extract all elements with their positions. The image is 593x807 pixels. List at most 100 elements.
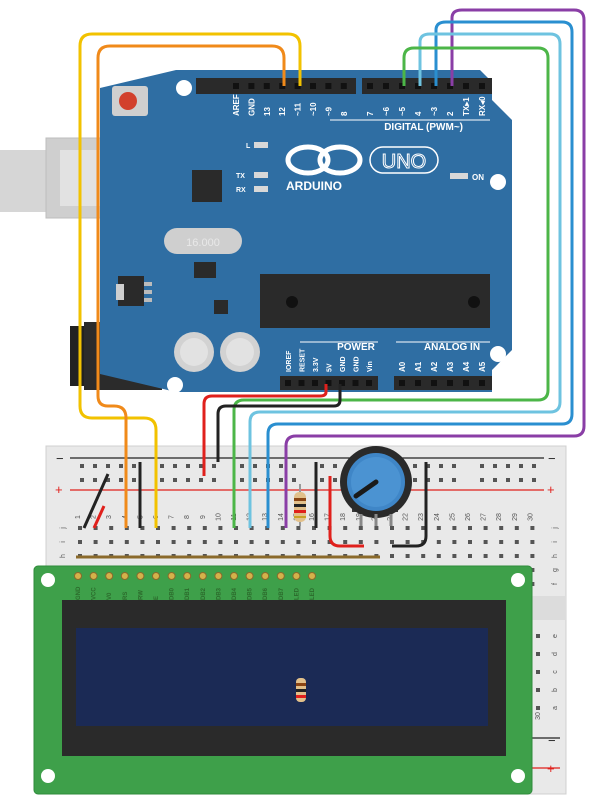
reset-button[interactable] <box>112 86 148 116</box>
breadboard-hole <box>171 526 176 530</box>
potentiometer[interactable] <box>340 446 412 526</box>
rail-hole <box>493 478 497 482</box>
digital-pin-label: ~6 <box>382 106 391 116</box>
rail-hole <box>106 464 110 468</box>
wire-blue <box>266 20 574 528</box>
rail-hole <box>292 478 296 482</box>
column-number: 14 <box>278 513 285 521</box>
crystal-oscillator: 16.000 <box>164 228 242 254</box>
lcd-pin-label: DB3 <box>216 587 222 600</box>
lcd-pin-label: V0 <box>107 592 113 600</box>
lcd-pin-label: RS <box>123 592 129 600</box>
header-pin-hole <box>431 380 437 386</box>
digital-pin-label: ~5 <box>398 106 407 116</box>
rail-hole <box>480 464 484 468</box>
breadboard-hole <box>514 526 519 530</box>
header-pin-hole <box>339 380 345 386</box>
header-pin-hole <box>447 380 453 386</box>
digital-pin-label: ~3 <box>430 106 439 116</box>
breadboard-hole <box>536 670 540 674</box>
rail-hole <box>439 464 443 468</box>
small-chip <box>194 262 216 278</box>
header-pin-hole <box>399 380 405 386</box>
digital-pin-label: ~10 <box>309 102 318 116</box>
header-pin-hole <box>447 83 453 89</box>
breadboard-hole <box>218 526 223 530</box>
rail-hole <box>519 464 523 468</box>
column-number: 9 <box>200 515 207 519</box>
row-letter: c <box>552 670 559 674</box>
svg-text:RX: RX <box>236 187 246 194</box>
row-letter: b <box>552 688 559 692</box>
lcd-pin <box>183 572 192 580</box>
voltage-regulator <box>116 276 152 306</box>
lcd-pin <box>105 572 114 580</box>
rail-hole <box>452 464 456 468</box>
potentiometer-knob-indicator <box>353 479 379 499</box>
column-number: 29 <box>512 513 519 521</box>
rail-hole <box>333 464 337 468</box>
rail-plus-label-right: + <box>547 482 555 497</box>
wire-red-5v <box>202 384 328 476</box>
analog-pin-label: A2 <box>430 361 439 372</box>
lcd-screen <box>76 628 488 726</box>
column-number: 27 <box>481 513 488 521</box>
row-letter: i <box>60 541 67 543</box>
breadboard-hole <box>468 554 472 558</box>
header-pin-hole <box>399 83 405 89</box>
power-pin-label: 3.3V <box>313 357 320 372</box>
digital-header-right <box>362 78 492 94</box>
arduino-brand-label: ARDUINO <box>286 179 342 193</box>
lcd-pin-label: DB4 <box>232 587 238 600</box>
rail-hole <box>240 478 244 482</box>
row-letter: f <box>552 583 559 585</box>
breadboard-hole <box>202 526 207 530</box>
breadboard-hole <box>93 540 98 544</box>
rail-hole <box>199 478 203 482</box>
rail-hole <box>532 464 536 468</box>
rail-hole <box>253 478 257 482</box>
breadboard-hole <box>343 540 348 544</box>
breadboard-hole <box>436 554 441 558</box>
rail-hole <box>292 464 296 468</box>
model-label: UNO <box>382 151 426 173</box>
breadboard-hole <box>514 554 519 558</box>
resistor <box>294 484 306 526</box>
column-number: 10 <box>215 513 222 521</box>
breadboard-hole <box>514 540 519 544</box>
breadboard-hole <box>536 652 540 656</box>
breadboard-hole <box>390 554 394 558</box>
header-pin-hole <box>431 83 437 89</box>
header-pin-hole <box>463 380 469 386</box>
rail-minus-label-right: − <box>548 451 556 466</box>
breadboard-hole <box>140 526 145 530</box>
analog-pin-label: A3 <box>446 361 455 372</box>
lcd-pin <box>245 572 254 580</box>
digital-pin-label: 13 <box>263 107 272 116</box>
breadboard-hole <box>234 526 238 530</box>
column-number: 7 <box>169 515 176 519</box>
lcd-pin-label: DB5 <box>248 587 254 600</box>
wire-red-rail <box>92 505 106 529</box>
breadboard-hole <box>405 526 410 530</box>
lcd-pin-label: LED <box>294 587 300 600</box>
digital-pin-label: 8 <box>340 111 349 116</box>
header-pin-hole <box>233 83 239 89</box>
breadboard-hole <box>405 554 410 558</box>
wire-black-gnd <box>216 384 342 462</box>
breadboard-hole <box>171 540 176 544</box>
header-pin-hole <box>310 83 316 89</box>
usb-chip <box>192 170 222 202</box>
rail-hole <box>320 464 324 468</box>
breadboard-hole <box>249 526 254 530</box>
rail-hole <box>426 478 430 482</box>
breadboard-hole <box>499 540 504 544</box>
breadboard-hole <box>358 540 363 544</box>
mounting-hole <box>176 80 192 96</box>
led-on: ON <box>450 173 484 182</box>
rail-plus-label-bottom: + <box>547 761 555 776</box>
rail-hole <box>279 478 283 482</box>
lcd-pin-label: RW <box>138 590 144 600</box>
